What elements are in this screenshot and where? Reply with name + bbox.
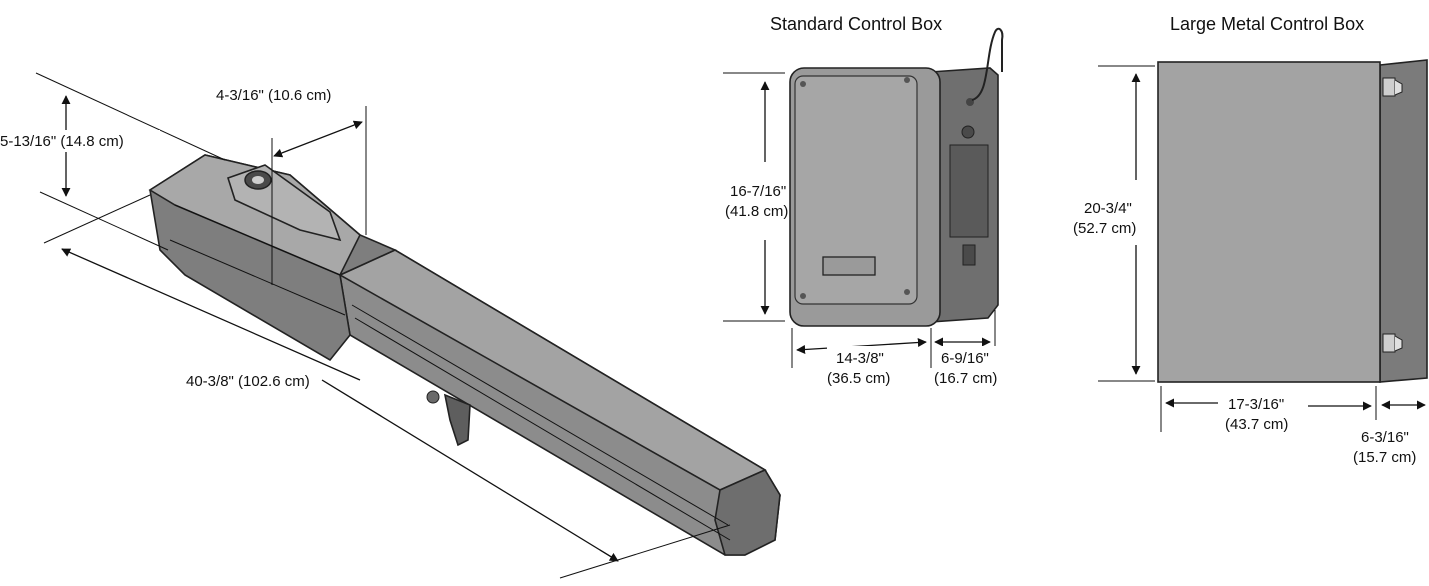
standard-control-box-illustration — [789, 27, 1004, 327]
operator-dimensions — [35, 72, 731, 579]
operator-length-label: 40-3/8" (102.6 cm) — [186, 373, 310, 390]
metal-control-box-illustration — [1157, 59, 1428, 383]
standard-box-depth-line1: 6-9/16" — [941, 350, 989, 367]
metal-box-height-line2: (52.7 cm) — [1073, 220, 1136, 237]
standard-box-width-line1: 14-3/8" — [836, 350, 884, 367]
gate-operator-illustration — [148, 154, 781, 556]
metal-box-front — [1157, 61, 1381, 383]
metal-box-depth-line1: 6-3/16" — [1361, 429, 1409, 446]
standard-box-dimensions — [723, 72, 996, 368]
standard-box-title: Standard Control Box — [770, 14, 942, 34]
operator-width-label: 4-3/16" (10.6 cm) — [216, 87, 331, 104]
metal-box-depth-line2: (15.7 cm) — [1353, 449, 1416, 466]
standard-box-width-line2: (36.5 cm) — [827, 370, 890, 387]
standard-box-label-plate — [822, 256, 876, 276]
antenna-wire — [971, 27, 1004, 101]
metal-box-dimensions — [1098, 65, 1426, 432]
mounting-bracket — [443, 393, 471, 447]
metal-box-width-line2: (43.7 cm) — [1225, 416, 1288, 433]
standard-box-depth-line2: (16.7 cm) — [934, 370, 997, 387]
standard-box-height-line1: 16-7/16" — [730, 183, 786, 200]
metal-box-title: Large Metal Control Box — [1170, 14, 1364, 34]
hinge-icon — [1382, 77, 1403, 353]
operator-height-label: 5-13/16" (14.8 cm) — [0, 133, 124, 150]
standard-box-height-line2: (41.8 cm) — [725, 203, 788, 220]
operator-end-cap — [714, 468, 781, 556]
metal-box-width-line1: 17-3/16" — [1228, 396, 1284, 413]
metal-box-height-line1: 20-3/4" — [1084, 200, 1132, 217]
